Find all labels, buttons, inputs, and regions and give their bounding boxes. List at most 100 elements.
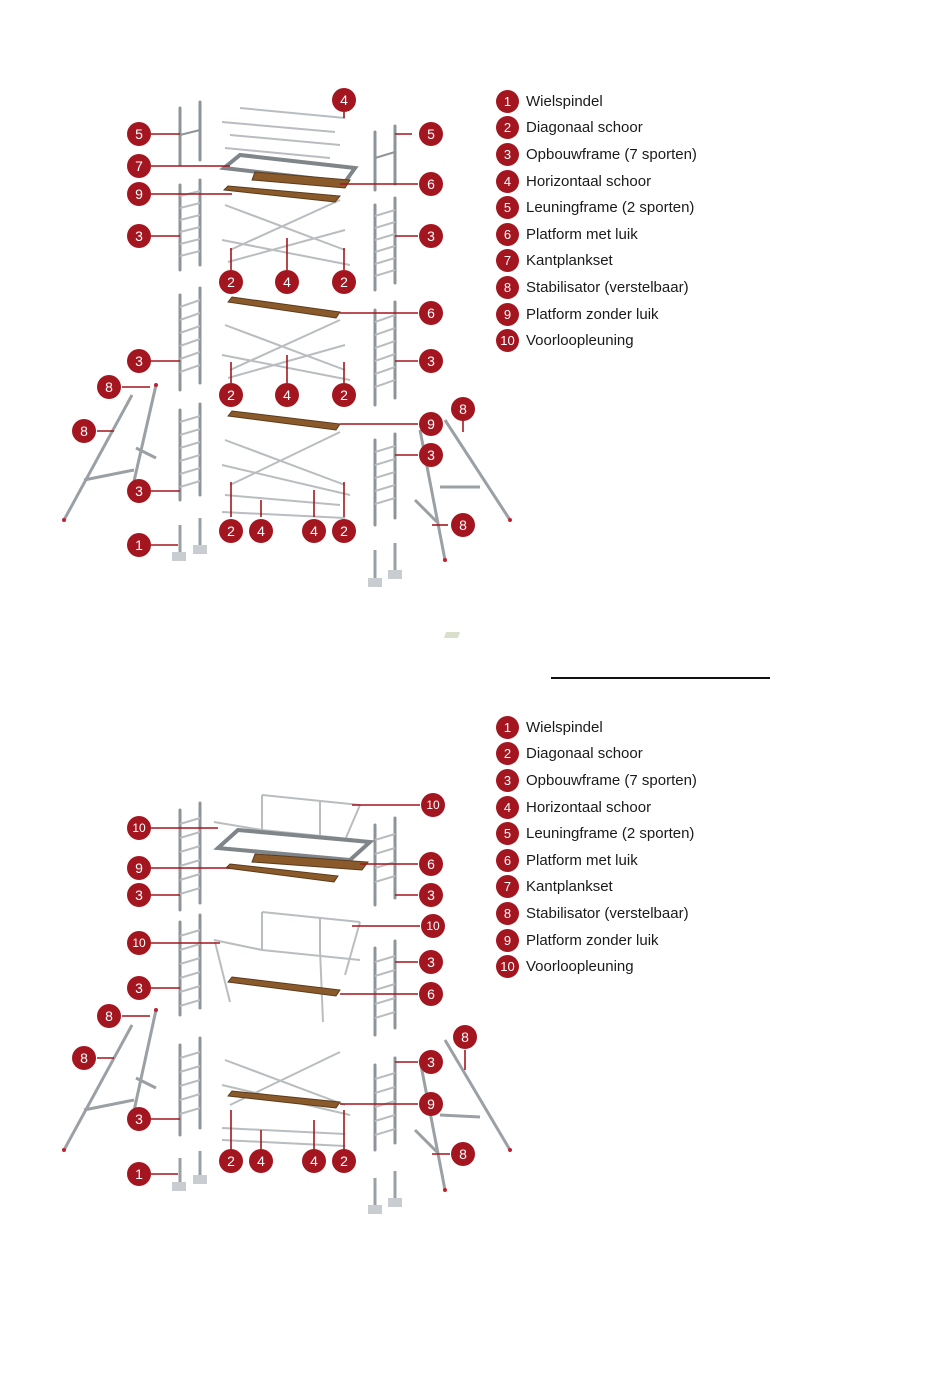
legend-item: 6 Platform met luik: [496, 221, 756, 248]
callout-badge: 5: [127, 122, 151, 146]
callout-badge: 2: [219, 270, 243, 294]
callout-badge: 8: [72, 419, 96, 443]
callout-badge: 3: [419, 224, 443, 248]
callout-badge: 3: [419, 349, 443, 373]
callout-badge: 9: [127, 856, 151, 880]
callout-badge: 6: [419, 982, 443, 1006]
legend-number-badge: 5: [496, 196, 519, 220]
legend-number-badge: 6: [496, 222, 519, 246]
callout-badge: 2: [219, 519, 243, 543]
callout-badge: 3: [419, 883, 443, 907]
callout-badge: 2: [332, 1149, 356, 1173]
legend-item: 10 Voorloopleuning: [496, 327, 756, 354]
legend-label: Kantplankset: [526, 252, 613, 270]
legend-label: Diagonaal schoor: [526, 119, 643, 137]
legend-number-badge: 6: [496, 848, 519, 872]
legend-label: Platform zonder luik: [526, 305, 659, 323]
callout-badge: 8: [97, 375, 121, 399]
legend-number-badge: 4: [496, 169, 519, 193]
legend-top: 1 Wielspindel 2 Diagonaal schoor 3 Opbouwfram…: [496, 88, 756, 354]
legend-number-badge: 2: [496, 742, 519, 766]
legend-label: Horizontaal schoor: [526, 798, 652, 816]
legend-number-badge: 8: [496, 275, 519, 299]
legend-label: Leuningframe (2 sporten): [526, 199, 695, 217]
callout-badge: 4: [275, 270, 299, 294]
legend-label: Wielspindel: [526, 92, 603, 110]
callout-badge: 9: [419, 412, 443, 436]
callout-badge: 10: [421, 914, 445, 938]
legend-number-badge: 1: [496, 89, 519, 113]
legend-number-badge: 3: [496, 768, 519, 792]
callout-badge: 2: [332, 270, 356, 294]
legend-number-badge: 9: [496, 302, 519, 326]
callout-badge: 6: [419, 301, 443, 325]
callout-badge: 3: [419, 950, 443, 974]
callout-badge: 1: [127, 1162, 151, 1186]
callout-badge: 10: [127, 816, 151, 840]
legend-number-badge: 3: [496, 142, 519, 166]
legend-number-badge: 10: [496, 329, 519, 353]
legend-item: 3 Opbouwframe (7 sporten): [496, 141, 756, 168]
callout-badge: 3: [127, 883, 151, 907]
callout-badge: 3: [419, 1050, 443, 1074]
legend-item: 4 Horizontaal schoor: [496, 794, 756, 821]
legend-label: Voorloopleuning: [526, 332, 634, 350]
legend-label: Stabilisator (verstelbaar): [526, 904, 689, 922]
callout-badge: 10: [421, 793, 445, 817]
callout-badge: 2: [219, 1149, 243, 1173]
callout-badge: 8: [72, 1046, 96, 1070]
legend-item: 7 Kantplankset: [496, 248, 756, 275]
callout-badge: 2: [332, 519, 356, 543]
legend-number-badge: 9: [496, 928, 519, 952]
callout-badge: 4: [249, 519, 273, 543]
legend-label: Opbouwframe (7 sporten): [526, 145, 697, 163]
callout-badge: 5: [419, 122, 443, 146]
legend-number-badge: 7: [496, 249, 519, 273]
legend-item: 8 Stabilisator (verstelbaar): [496, 900, 756, 927]
callout-badge: 4: [302, 519, 326, 543]
legend-label: Platform met luik: [526, 225, 638, 243]
legend-number-badge: 4: [496, 795, 519, 819]
callout-badge: 3: [127, 224, 151, 248]
legend-item: 1 Wielspindel: [496, 714, 756, 741]
legend-number-badge: 8: [496, 901, 519, 925]
callout-badge: 3: [127, 976, 151, 1000]
legend-number-badge: 7: [496, 875, 519, 899]
callout-badge: 3: [127, 1107, 151, 1131]
legend-number-badge: 2: [496, 116, 519, 140]
legend-label: Leuningframe (2 sporten): [526, 825, 695, 843]
callout-badge: 10: [127, 931, 151, 955]
callout-badge: 2: [332, 383, 356, 407]
callout-badge: 4: [275, 383, 299, 407]
callout-badge: 3: [127, 349, 151, 373]
divider-line: [551, 677, 770, 679]
legend-item: 8 Stabilisator (verstelbaar): [496, 274, 756, 301]
legend-label: Stabilisator (verstelbaar): [526, 278, 689, 296]
legend-item: 1 Wielspindel: [496, 88, 756, 115]
legend-item: 9 Platform zonder luik: [496, 927, 756, 954]
callout-badge: 7: [127, 154, 151, 178]
callout-badge: 3: [419, 443, 443, 467]
callout-badge: 8: [451, 1142, 475, 1166]
callout-badge: 4: [249, 1149, 273, 1173]
callout-badge: 6: [419, 852, 443, 876]
callout-badge: 8: [451, 513, 475, 537]
legend-label: Opbouwframe (7 sporten): [526, 771, 697, 789]
legend-item: 3 Opbouwframe (7 sporten): [496, 767, 756, 794]
legend-number-badge: 1: [496, 715, 519, 739]
callout-badge: 3: [127, 479, 151, 503]
callout-badge: 8: [451, 397, 475, 421]
legend-label: Platform zonder luik: [526, 931, 659, 949]
callout-badge: 9: [419, 1092, 443, 1116]
callout-badge: 8: [97, 1004, 121, 1028]
callout-badge: 8: [453, 1025, 477, 1049]
legend-label: Wielspindel: [526, 718, 603, 736]
legend-label: Voorloopleuning: [526, 958, 634, 976]
